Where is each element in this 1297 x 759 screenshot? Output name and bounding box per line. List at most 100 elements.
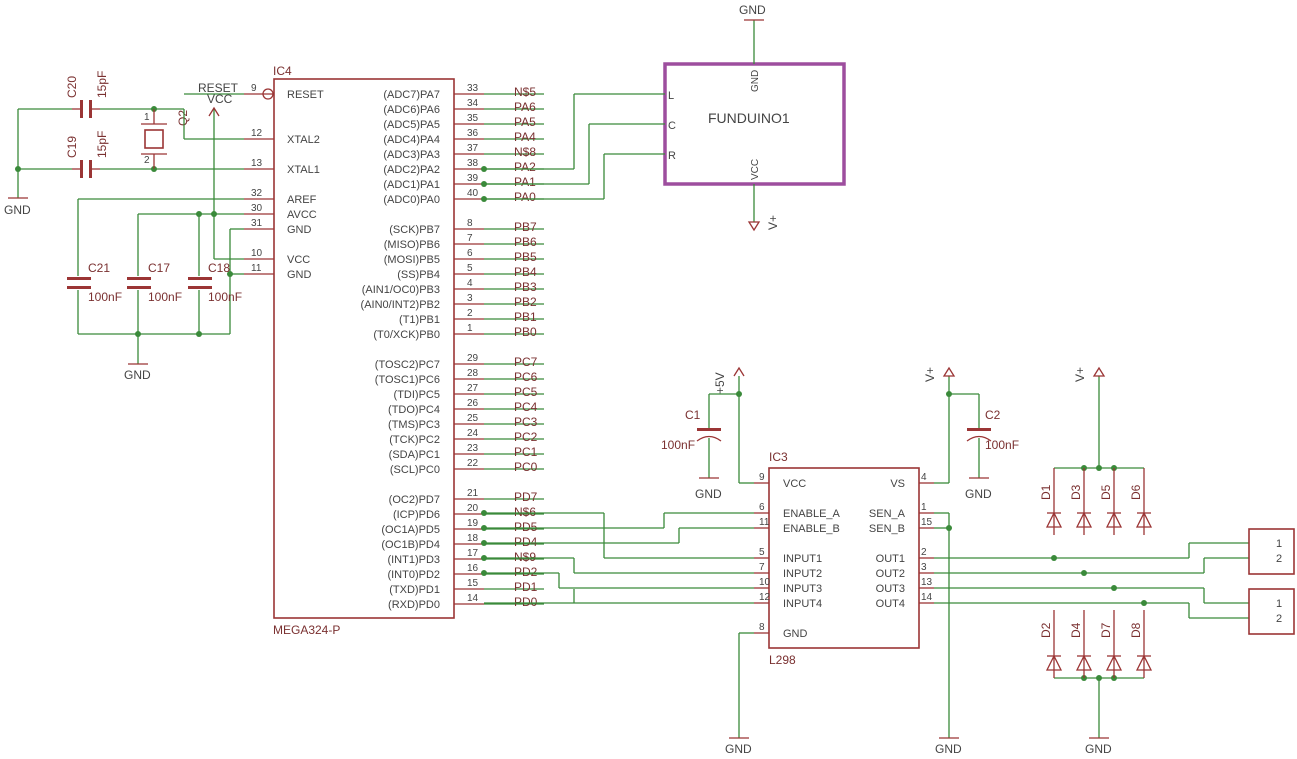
- ic3-pin-label: INPUT3: [783, 583, 822, 595]
- gnd-label-6: GND: [935, 742, 962, 756]
- gnd-label-1: GND: [4, 203, 31, 217]
- ic4-net-label: N$5: [514, 85, 536, 99]
- ic4-pin-label: (TCK)PC2: [389, 434, 440, 446]
- ic4-net-label: N$9: [514, 550, 536, 564]
- ic4-pin-num: 11: [251, 263, 262, 274]
- diode-label: D5: [1099, 484, 1113, 500]
- ic4-name: IC4: [273, 64, 292, 78]
- ic4-left-pins: 9RESET12XTAL213XTAL132AREF30AVCC31GND10V…: [244, 83, 324, 281]
- ic4-pin-num: 13: [251, 158, 263, 169]
- diode-label: D7: [1099, 622, 1113, 638]
- ic4-net-label: N$8: [514, 145, 536, 159]
- ic4-pin-label: (ADC5)PA5: [383, 119, 440, 131]
- c17-name: C17: [148, 261, 170, 275]
- ic3-pin-label: GND: [783, 628, 808, 640]
- vplus-label-2: V+: [923, 367, 937, 382]
- ic3-pin-num: 12: [759, 592, 771, 603]
- ic3-driver[interactable]: IC3 L298 9VCC6ENABLE_A11ENABLE_B5INPUT17…: [754, 450, 934, 667]
- ic4-mcu[interactable]: IC4 MEGA324-P 9RESET12XTAL213XTAL132AREF…: [244, 64, 544, 637]
- ic4-pin-label: (T1)PB1: [399, 314, 440, 326]
- ic4-net-label: PC0: [514, 460, 538, 474]
- ic4-pin-num: 38: [467, 158, 479, 169]
- ic4-net-label: PB2: [514, 295, 537, 309]
- funduino-pin-gnd: GND: [750, 70, 761, 92]
- ic4-pin-num: 5: [467, 263, 473, 274]
- ic4-pin-label: AVCC: [287, 209, 317, 221]
- ic4-pin-label: (MOSI)PB5: [384, 254, 440, 266]
- ic4-pin-label: RESET: [287, 89, 324, 101]
- gnd-label-7: GND: [725, 742, 752, 756]
- ic3-pin-label: INPUT4: [783, 598, 822, 610]
- ic3-pin-num: 15: [921, 517, 933, 528]
- motor-connector-2[interactable]: 1 2: [1248, 588, 1295, 635]
- c20-value: 15pF: [95, 71, 109, 98]
- ic4-pin-num: 1: [467, 323, 473, 334]
- funduino-name: FUNDUINO1: [708, 110, 790, 126]
- ic3-pin-num: 10: [759, 577, 771, 588]
- ic4-net-label: PA4: [514, 130, 536, 144]
- diode-label: D2: [1039, 622, 1053, 638]
- ic4-pin-label: (TXD)PD1: [389, 584, 440, 596]
- ic4-pin-label: (ADC2)PA2: [383, 164, 440, 176]
- c19-value: 15pF: [95, 131, 109, 158]
- c21-value: 100nF: [88, 290, 122, 304]
- ic4-net-label: PB5: [514, 250, 537, 264]
- ic4-pin-label: (TDO)PC4: [388, 404, 440, 416]
- ic4-net-label: PD1: [514, 580, 538, 594]
- ic4-net-label: PD5: [514, 520, 538, 534]
- c2-value: 100nF: [985, 438, 1019, 452]
- gnd-label-3: GND: [739, 3, 766, 17]
- ic4-pin-num: 26: [467, 398, 479, 409]
- power-section: RESET VCC GND C21 100nF C17 100: [67, 81, 244, 382]
- ic4-pin-label: (INT0)PD2: [387, 569, 440, 581]
- c17-value: 100nF: [148, 290, 182, 304]
- ic4-pin-num: 20: [467, 503, 479, 514]
- ic4-net-label: PC1: [514, 445, 538, 459]
- ic4-pin-label: (ADC6)PA6: [383, 104, 440, 116]
- funduino-pin-l: L: [668, 90, 674, 102]
- driver-wiring: +5V GND C1 100nF V+ GND C2 100nF GND: [484, 366, 1019, 756]
- ic3-pin-num: 1: [921, 502, 927, 513]
- funduino-module[interactable]: FUNDUINO1 GND GND L C R VCC V+: [484, 3, 846, 232]
- ic4-pin-num: 34: [467, 98, 479, 109]
- ic4-pin-label: (AIN1/OC0)PB3: [362, 284, 440, 296]
- diode-label: D8: [1129, 622, 1143, 638]
- ic3-pin-label: VS: [890, 478, 905, 490]
- ic3-pin-label: ENABLE_A: [783, 508, 841, 520]
- c1-value: 100nF: [661, 438, 695, 452]
- motor-connector-1[interactable]: 1 2: [1248, 528, 1295, 575]
- diode-label: D1: [1039, 484, 1053, 500]
- ic4-pin-label: (SDA)PC1: [389, 449, 440, 461]
- ic4-pin-num: 29: [467, 353, 479, 364]
- ic4-net-label: PD0: [514, 595, 538, 609]
- ic3-pin-label: OUT2: [876, 568, 905, 580]
- ic3-pin-num: 11: [759, 517, 770, 528]
- c19-name: C19: [65, 136, 79, 158]
- ic4-pin-label: (OC2)PD7: [389, 494, 440, 506]
- ic3-pin-num: 14: [921, 592, 933, 603]
- gnd-label-4: GND: [695, 487, 722, 501]
- ic4-pin-num: 32: [251, 188, 263, 199]
- ic4-net-label: N$6: [514, 505, 536, 519]
- ic4-pin-label: (OC1A)PD5: [381, 524, 440, 536]
- ic4-pin-label: (ADC3)PA3: [383, 149, 440, 161]
- ic4-pin-num: 8: [467, 218, 473, 229]
- ic3-pin-num: 3: [921, 562, 927, 573]
- c20-name: C20: [65, 76, 79, 98]
- vplus-label-3: V+: [1073, 367, 1087, 382]
- ic4-net-label: PA5: [514, 115, 536, 129]
- ic4-pin-num: 9: [251, 83, 257, 94]
- ic3-pin-label: ENABLE_B: [783, 523, 840, 535]
- diode-label: D6: [1129, 484, 1143, 500]
- ic4-pin-label: XTAL2: [287, 134, 320, 146]
- conn1-pin1: 1: [1276, 538, 1282, 550]
- ic4-net-label: PB7: [514, 220, 537, 234]
- ic3-pin-num: 5: [759, 547, 765, 558]
- ic4-pin-num: 37: [467, 143, 479, 154]
- ic4-pin-num: 14: [467, 593, 479, 604]
